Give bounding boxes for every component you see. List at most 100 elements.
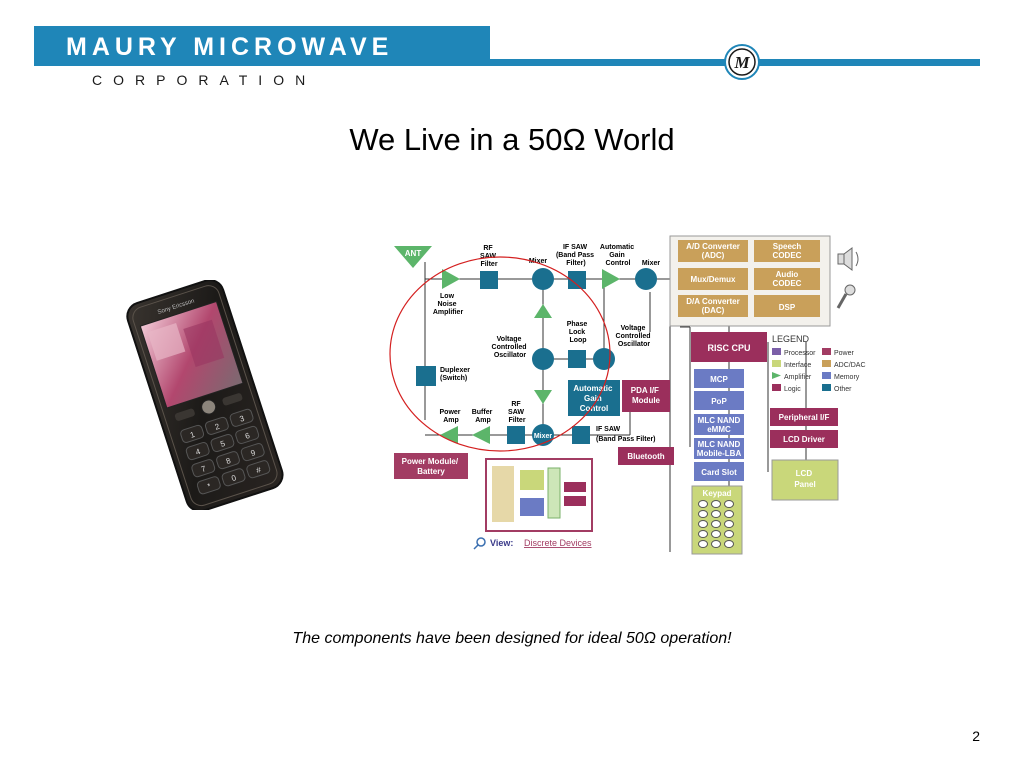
legend-label: Interface: [784, 362, 811, 369]
phone-key-label: 0: [230, 473, 238, 483]
keypad-key: [724, 530, 734, 538]
keypad-key: [698, 530, 708, 538]
label-duplexer: Duplexer (Switch): [440, 367, 472, 382]
legend-swatch: [822, 384, 831, 391]
bluetooth-block: [618, 447, 674, 465]
label-pda: PDA I/F Module: [631, 386, 661, 405]
buffer-amp-icon: [472, 426, 490, 444]
lna-amplifier-icon: [442, 269, 460, 289]
magnifier-icon: [476, 537, 486, 547]
if-saw-filter-block: [568, 271, 586, 289]
legend-label: Processor: [784, 350, 816, 357]
legend-label: Power: [834, 350, 855, 357]
cellphone-block-diagram: ANT Low Noise Amplifier RF SAW Filter Mi…: [389, 235, 866, 555]
legend-label: Memory: [834, 374, 860, 381]
keypad-key: [724, 510, 734, 518]
label-power-amp: Power Amp: [440, 409, 463, 424]
mcp-block: [694, 369, 744, 388]
dsp-block: [754, 295, 820, 317]
phone-key: [196, 476, 221, 495]
highlight-ellipse: [389, 256, 611, 452]
legend-item: ADC/DAC: [822, 360, 866, 369]
label-if-saw-bottom: IF SAW (Band Pass Filter): [596, 426, 656, 443]
label-pop: PoP: [711, 397, 727, 406]
label-vco-left: Voltage Controlled Oscillator: [492, 336, 529, 359]
legend-swatch: [822, 372, 831, 379]
label-card-slot: Card Slot: [701, 468, 737, 477]
label-adc: A/D Converter(ADC): [686, 242, 740, 260]
page-number: 2: [972, 728, 980, 744]
keypad-key: [724, 500, 734, 508]
lcd-driver-block: [770, 430, 838, 448]
phone-key: [246, 460, 271, 479]
label-risc-cpu: RISC CPU: [707, 343, 750, 353]
phone-key: [204, 416, 229, 435]
legend-item: Other: [822, 384, 852, 393]
mlc-nand-emmc-block: [694, 414, 744, 435]
header-band: [34, 26, 490, 66]
pop-block: [694, 391, 744, 410]
label-vco-right: Voltage Controlled Oscillator: [616, 325, 653, 348]
label-ant: ANT: [405, 249, 422, 258]
label-lcd-driver: LCD Driver: [783, 435, 825, 444]
view-discrete-devices-link[interactable]: View: Discrete Devices: [473, 537, 592, 550]
card-slot-block: [694, 462, 744, 481]
keypad-key: [724, 540, 734, 548]
legend-title: LEGEND: [772, 334, 810, 344]
risc-cpu-block: [691, 332, 767, 362]
legend-swatch: [822, 360, 831, 367]
pda-if-block: [622, 380, 670, 412]
phone-key-label: 2: [214, 422, 222, 432]
legend-item: Logic: [772, 384, 801, 393]
label-pll: Phase Lock Loop: [567, 321, 590, 344]
phone-key: [180, 424, 205, 443]
keypad-key: [724, 520, 734, 528]
phone-key-label: 7: [200, 464, 208, 474]
company-subtitle: CORPORATION: [92, 72, 317, 88]
phone-key: [185, 441, 210, 461]
keypad-key: [698, 540, 708, 548]
label-mixer-bottom: Mixer: [534, 433, 553, 440]
label-rf-saw-bottom: RF SAW Filter: [508, 401, 526, 424]
keypad-key: [711, 530, 721, 538]
vco-amplifier-down-icon: [534, 390, 552, 404]
label-lna: Low Noise Amplifier: [433, 293, 464, 316]
company-name: MAURY MICROWAVE: [66, 33, 394, 61]
pll-block: [568, 350, 586, 368]
legend-item: Interface: [772, 360, 811, 369]
keypad-key: [698, 500, 708, 508]
label-dac: D/A Converter(DAC): [686, 297, 740, 315]
antenna-block: ANT: [394, 246, 432, 268]
legend-swatch: [772, 372, 781, 379]
peripheral-if-block: [770, 408, 838, 426]
label-if-saw-top: IF SAW (Band Pass Filter): [556, 244, 596, 267]
mixer-right-icon: [635, 268, 657, 290]
lcd-panel-block: [771, 459, 839, 501]
label-lcd-panel: LCD Panel: [794, 469, 815, 489]
keypad-key: [711, 520, 721, 528]
rf-saw-filter-bottom-block: [507, 426, 525, 444]
legend-swatch: [772, 348, 781, 355]
view-link-text[interactable]: Discrete Devices: [524, 538, 592, 548]
phone-key: [191, 459, 216, 478]
adc-block: [678, 240, 748, 262]
keypad-key: [698, 510, 708, 518]
phone-key: [240, 443, 265, 462]
legend-item: Amplifier: [772, 372, 812, 381]
legend-label: ADC/DAC: [834, 362, 866, 369]
vco-right-icon: [593, 348, 615, 370]
slide-caption: The components have been designed for id…: [292, 630, 732, 647]
vco-left-icon: [532, 348, 554, 370]
logo-letter: M: [733, 53, 750, 72]
phone-key-label: 6: [244, 431, 252, 441]
label-mixer-right: Mixer: [642, 260, 661, 267]
phone-key-label: #: [255, 465, 263, 475]
duplexer-block: [416, 366, 436, 386]
phone-key: [221, 468, 246, 487]
phone-key-label: 4: [195, 447, 203, 457]
label-keypad: Keypad: [703, 489, 732, 498]
